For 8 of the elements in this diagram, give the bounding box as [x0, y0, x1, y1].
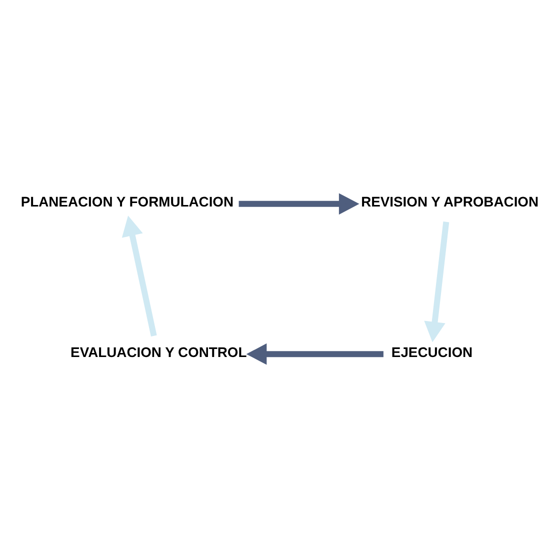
arrow [122, 216, 157, 336]
node-text: REVISION Y APROBACION [361, 194, 539, 210]
node-text: PLANEACION Y FORMULACION [20, 194, 234, 210]
node-text: EVALUACION Y CONTROL [70, 344, 247, 360]
arrow [246, 343, 384, 365]
arrow [424, 222, 450, 342]
node-text: EJECUCION [391, 344, 473, 360]
arrow [238, 193, 360, 215]
